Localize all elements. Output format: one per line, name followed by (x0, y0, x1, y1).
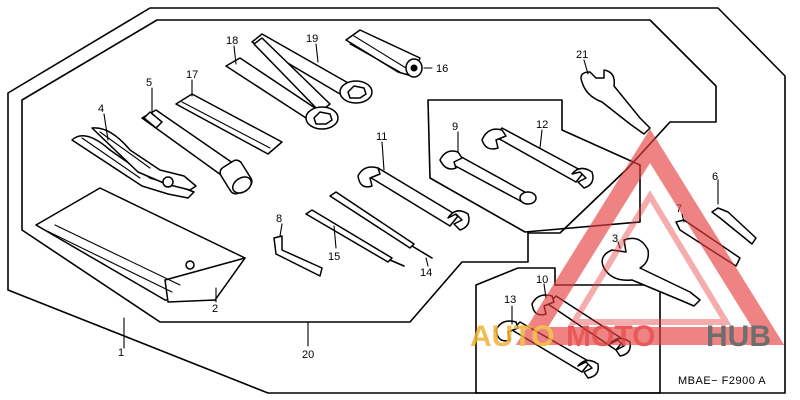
label-9: 9 (452, 121, 458, 133)
label-13: 13 (504, 294, 516, 306)
label-12: 12 (536, 119, 548, 131)
label-21: 21 (576, 49, 588, 61)
label-20: 20 (302, 349, 314, 361)
watermark-triangle (515, 128, 785, 345)
screwdriver-14 (329, 191, 433, 259)
pin-spanner-3 (601, 237, 701, 307)
screwdriver-handle (345, 29, 423, 78)
label-1: 1 (118, 347, 124, 359)
label-16: 16 (436, 63, 448, 75)
label-17: 17 (186, 69, 198, 81)
label-18: 18 (226, 35, 238, 47)
label-14: 14 (420, 267, 432, 279)
label-15: 15 (328, 251, 340, 263)
box-wrench (251, 33, 373, 130)
label-8: 8 (276, 213, 282, 225)
tool-handle (175, 93, 283, 155)
watermark-text-auto: AUTO (470, 320, 554, 353)
watermark-text-hub: HUB (706, 320, 771, 353)
socket-wrench (141, 109, 253, 195)
wrench-subgroup-box (427, 99, 641, 233)
label-3: 3 (612, 233, 618, 245)
hex-key-8 (273, 235, 323, 277)
watermark-logo: AUTO MOTO HUB (470, 128, 785, 353)
screwdriver-15 (305, 209, 405, 267)
pliers (71, 127, 197, 199)
label-5: 5 (146, 77, 152, 89)
leader-lines (103, 43, 719, 349)
inner-boundary (21, 19, 717, 323)
label-2: 2 (212, 303, 218, 315)
open-end-wrench-12 (481, 127, 594, 189)
part-labels: 1 2 3 4 5 6 7 8 9 10 11 12 13 14 15 16 1… (98, 33, 718, 361)
diagram-code: MBAE− F2900 A (678, 375, 766, 387)
label-10: 10 (536, 274, 548, 286)
label-6: 6 (712, 171, 718, 183)
open-end-wrench-11 (357, 166, 470, 231)
lower-wrench-box (475, 267, 661, 394)
hex-key-6 (711, 207, 757, 245)
watermark-text-moto: MOTO (566, 320, 655, 353)
open-end-wrench-9 (439, 150, 537, 205)
label-19: 19 (306, 33, 318, 45)
tool-bag (35, 187, 246, 303)
label-11: 11 (376, 131, 387, 143)
label-4: 4 (98, 103, 104, 115)
pin-spanner (580, 69, 651, 135)
